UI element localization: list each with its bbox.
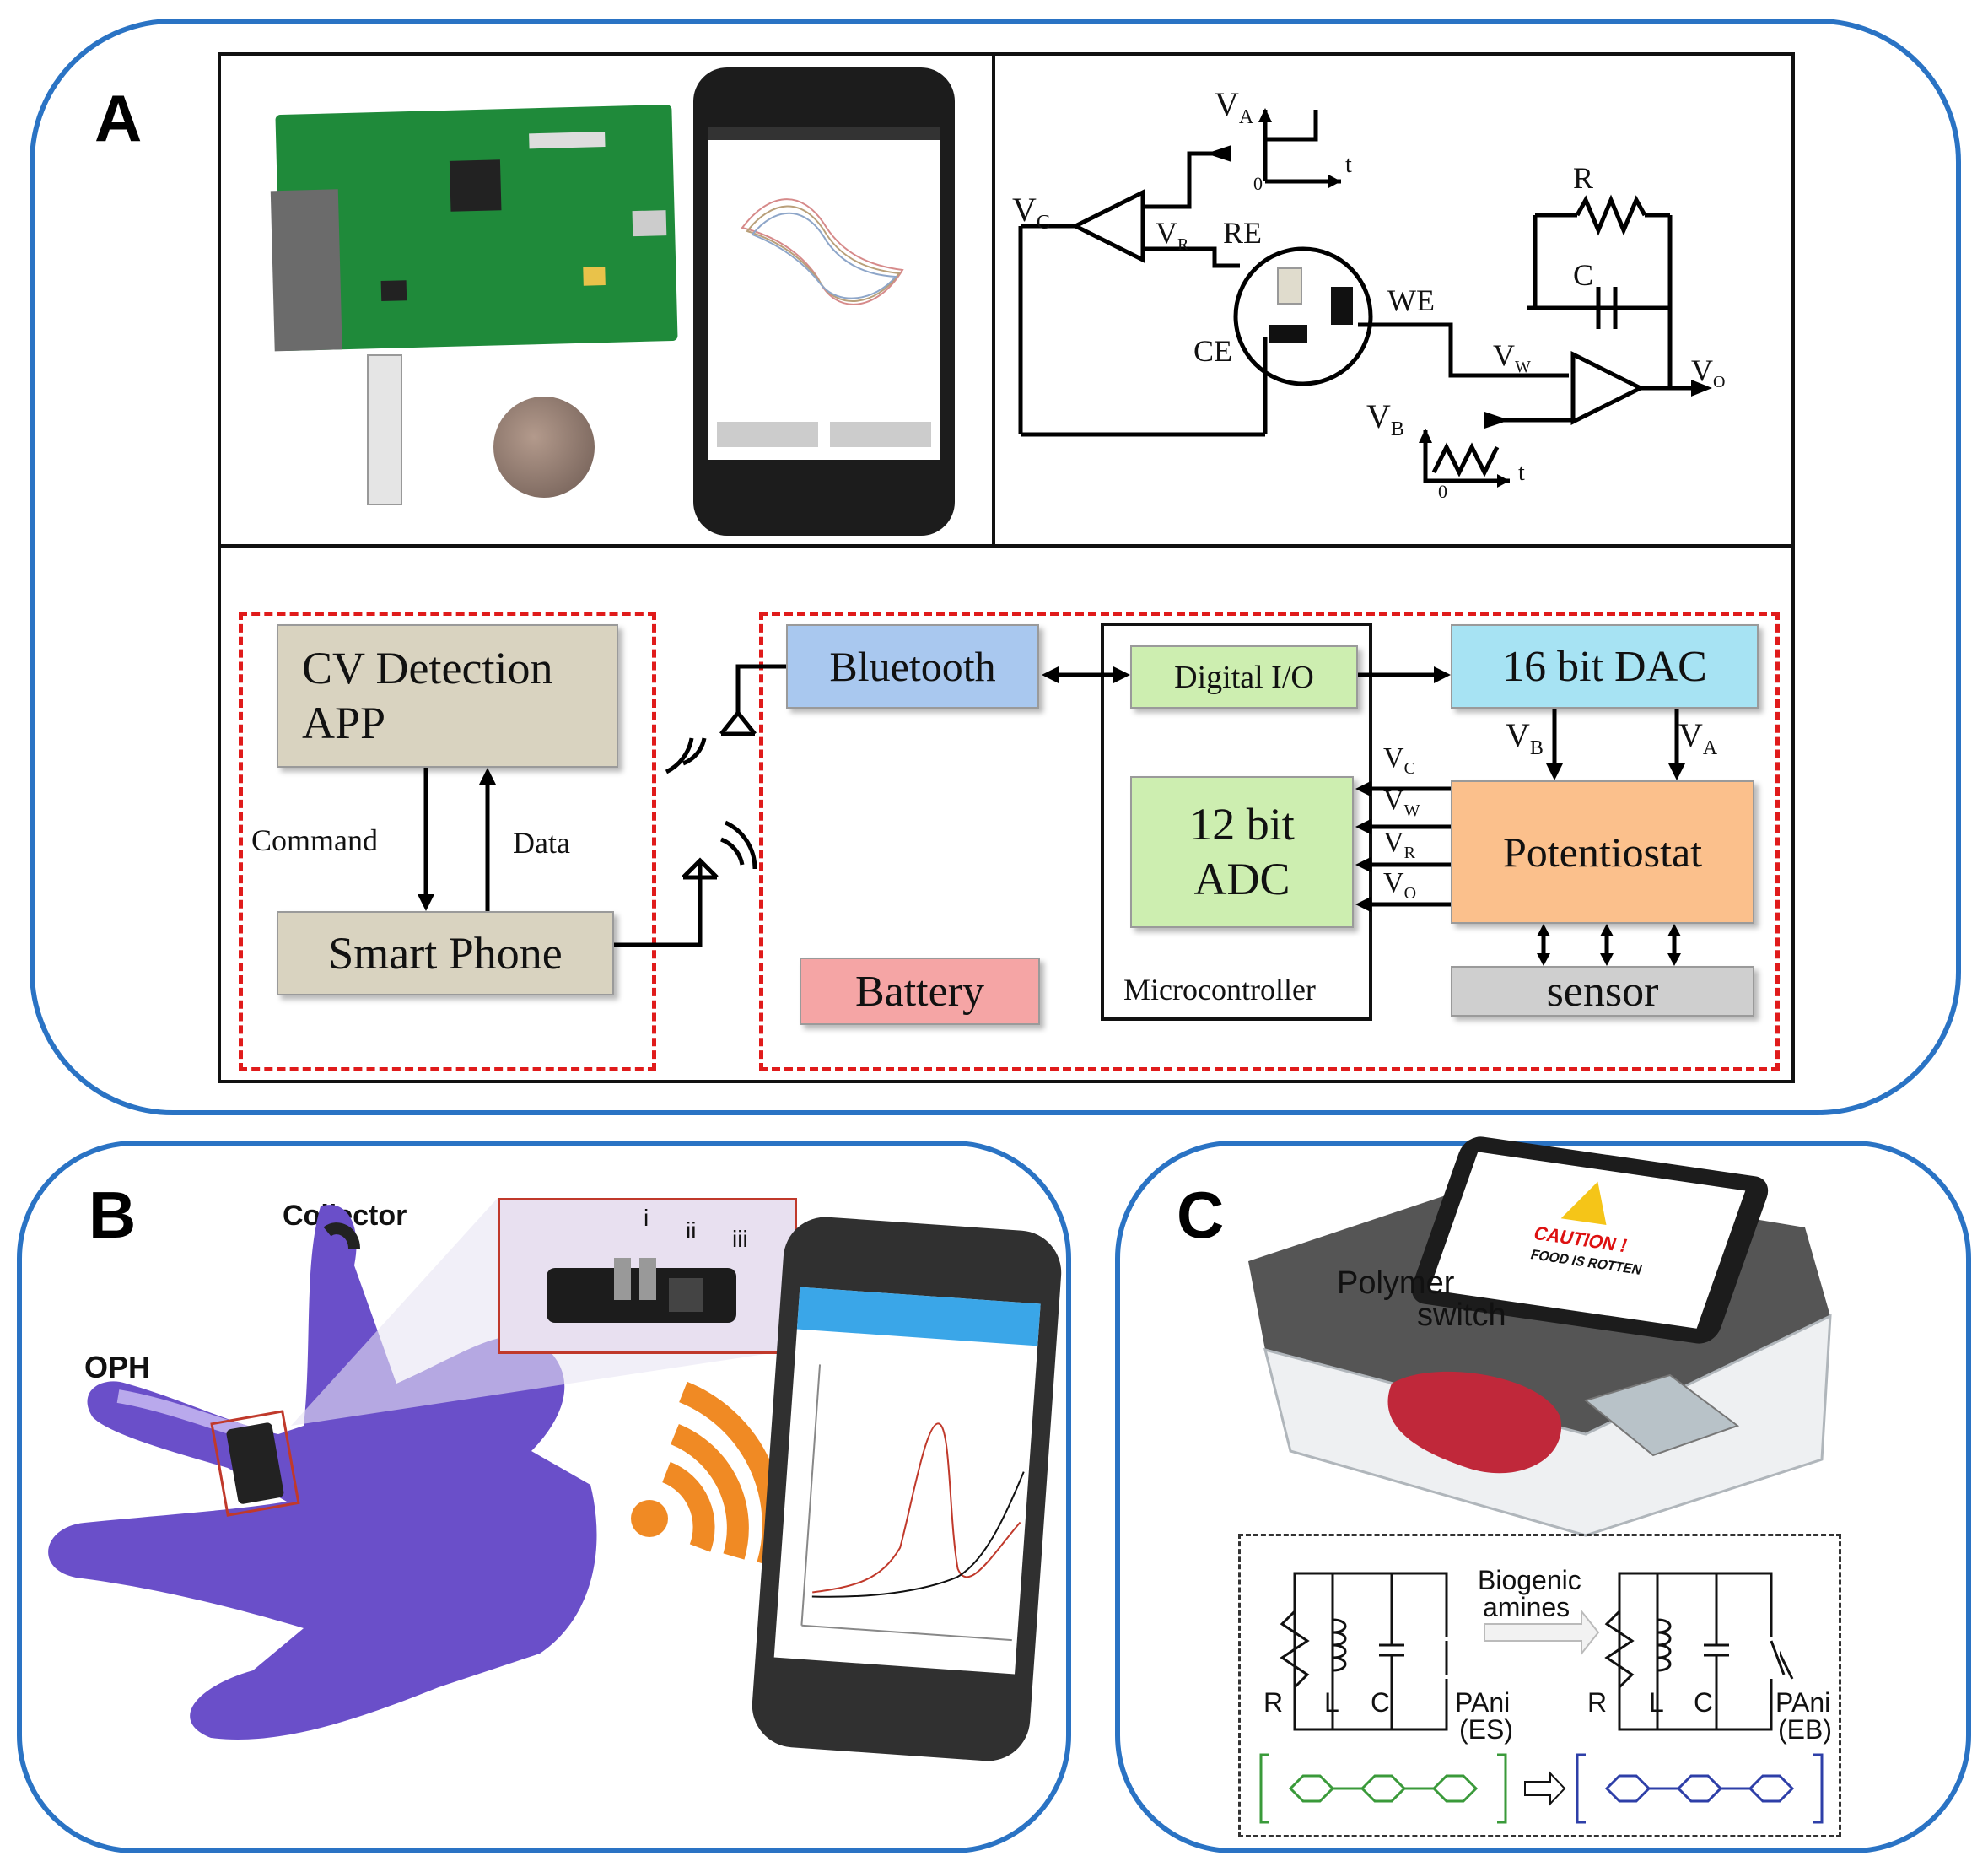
panel-c-letter: C	[1177, 1178, 1225, 1252]
electrode-i	[614, 1258, 631, 1300]
phone-a	[693, 67, 955, 536]
adc-vc-label: VC	[1383, 742, 1415, 778]
electrode-inset: i ii iii	[498, 1198, 797, 1354]
device-side-dashed-box	[759, 612, 1780, 1071]
es-label: (ES)	[1459, 1714, 1513, 1745]
sensor-block: sensor	[1451, 966, 1754, 1017]
phone-b-screen	[773, 1287, 1041, 1675]
zero-label-2: 0	[1438, 481, 1447, 502]
working-electrode	[1331, 287, 1353, 325]
opamp-reference	[1070, 188, 1145, 264]
zero-label-1: 0	[1253, 173, 1263, 194]
counter-electrode	[1269, 325, 1307, 343]
digital-io-block: Digital I/O	[1130, 645, 1358, 709]
l-label-1: L	[1324, 1687, 1339, 1718]
panel-a-figure-box	[218, 52, 1795, 1083]
vw-label: VW	[1493, 338, 1531, 377]
va-label: VA	[1215, 85, 1254, 128]
label-iii: iii	[732, 1226, 748, 1252]
dac-va-label: VA	[1678, 716, 1718, 759]
we-label: WE	[1387, 283, 1435, 317]
r-label-1: R	[1263, 1687, 1284, 1718]
biogenic-label-line1: Biogenic	[1478, 1565, 1581, 1595]
vo-label: VO	[1691, 353, 1726, 392]
c-label-2: C	[1694, 1687, 1714, 1718]
c-label-1: C	[1371, 1687, 1391, 1718]
r-label-2: R	[1587, 1687, 1608, 1718]
smart-phone-block: Smart Phone	[277, 911, 614, 995]
c-label: C	[1573, 258, 1594, 292]
potentiostat-block: Potentiostat	[1451, 780, 1754, 924]
adc-vr-label: VR	[1383, 827, 1415, 862]
vc-label: VC	[1012, 191, 1050, 234]
switch-circuit-inset	[1238, 1534, 1841, 1837]
label-i: i	[644, 1205, 649, 1231]
adc-vo-label: VO	[1383, 867, 1417, 903]
t-label-1: t	[1345, 152, 1352, 178]
coin-battery	[493, 397, 595, 498]
pani-label-1: PAni	[1455, 1687, 1511, 1718]
electrode-ii	[639, 1258, 656, 1300]
opamp-output	[1570, 350, 1646, 426]
status-bar	[708, 127, 940, 140]
ce-label: CE	[1193, 334, 1233, 368]
polymer-label-line1: Polymer	[1337, 1265, 1455, 1301]
phone-side-dashed-box	[239, 612, 656, 1071]
dac-vb-label: VB	[1506, 716, 1544, 759]
re-label: RE	[1223, 216, 1263, 250]
reference-electrode	[1277, 267, 1302, 305]
vr-label: VR	[1156, 216, 1189, 255]
t-label-2: t	[1518, 460, 1525, 486]
phone-a-screen	[708, 127, 940, 460]
polymer-label-line2: switch	[1417, 1297, 1506, 1333]
microcontroller-label: Microcontroller	[1123, 973, 1316, 1006]
vertical-divider	[992, 52, 995, 546]
dac-block: 16 bit DAC	[1451, 624, 1759, 709]
panel-a-letter: A	[94, 81, 143, 155]
l-label-2: L	[1649, 1687, 1664, 1718]
horizontal-divider	[218, 544, 1795, 548]
electrode-iii	[669, 1278, 703, 1312]
data-label: Data	[513, 826, 570, 860]
biogenic-label-line2: amines	[1483, 1592, 1570, 1622]
r-label: R	[1573, 161, 1594, 195]
test-strip	[367, 354, 402, 505]
battery-block: Battery	[800, 958, 1040, 1025]
bluetooth-block: Bluetooth	[786, 624, 1039, 709]
panel-b-letter: B	[89, 1178, 137, 1252]
phone-b	[749, 1214, 1064, 1764]
pani-label-2: PAni	[1775, 1687, 1831, 1718]
voltammogram	[800, 1364, 1025, 1642]
cv-curve	[717, 198, 931, 447]
command-label: Command	[251, 823, 378, 857]
oph-label: OPH	[84, 1350, 151, 1384]
label-ii: ii	[686, 1217, 697, 1244]
eb-label: (EB)	[1778, 1714, 1832, 1745]
vb-label: VB	[1366, 397, 1404, 440]
